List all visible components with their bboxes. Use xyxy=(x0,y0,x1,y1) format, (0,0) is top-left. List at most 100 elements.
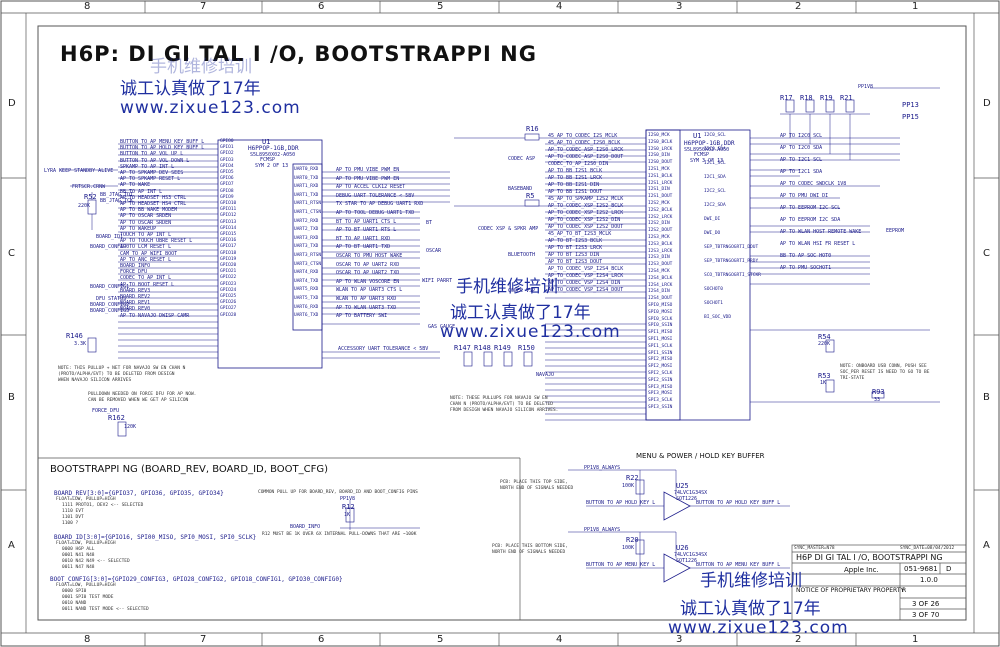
net-label: AP TO WLAN UART3 TXD xyxy=(336,304,397,311)
net-label: AP_TO_CODEC_VSP_I2S4_DOUT xyxy=(548,287,624,293)
label-eeprom: EEPROM xyxy=(886,228,905,234)
tb-sheet2: 3 OF 70 xyxy=(912,611,940,619)
label-board-config3: BOARD_CONFIG3 xyxy=(90,308,130,314)
pin-label: I2S2_BCLK xyxy=(648,207,673,213)
menu-out-net: BUTTON TO AP MENU KEY BUFF L xyxy=(696,562,781,568)
pin-label: GPIO1 xyxy=(220,145,234,151)
pin-label: SPI1_MOSI xyxy=(648,337,673,342)
label-codec-xsp: CODEC XSP & SPKR AMP xyxy=(478,226,539,232)
net-label: AP TO I2C1 SCL xyxy=(780,157,823,163)
watermark-br-line2: 诚工认真做了17年 xyxy=(680,599,821,619)
pin-label: UART4_TXD xyxy=(294,278,319,284)
hold-out-net: BUTTON TO AP HOLD KEY BUFF L xyxy=(696,500,781,506)
pin-label: I2S2_LRCK xyxy=(648,214,673,220)
net-label: BB TO AP INT L xyxy=(120,188,163,195)
pin-label: UART3_RTSN xyxy=(294,253,322,258)
label-pp1v8-top: PP1V8 xyxy=(858,84,874,90)
watermark-br-line1: 手机维修培训 xyxy=(700,571,802,591)
pin-label: GPIO13 xyxy=(220,219,237,225)
watermark-mid-line2: 诚工认真做了17年 xyxy=(450,303,591,323)
r52-label: R52 xyxy=(84,193,97,201)
u1-left-pkg: FCMSP xyxy=(260,157,276,163)
watermark-mid-line1: 手机维修培训 xyxy=(456,277,558,297)
u26-pkg: SOT1226 xyxy=(676,558,698,564)
u26-ref: U26 xyxy=(676,544,689,552)
menu-in-net: BUTTON TO AP MENU KEY L xyxy=(586,562,656,568)
pin-label: I2S0_BCLK xyxy=(648,139,673,145)
pin-label: SPI1_SSIN xyxy=(648,350,673,356)
pin-label: I2S0_MCK xyxy=(648,133,670,138)
pin-label: SPI2_SCLK xyxy=(648,371,673,376)
zone-top-5: 5 xyxy=(437,1,444,12)
r146-label: R146 xyxy=(66,332,83,340)
board-id-sub: FLOAT=LOW, PULLUP=HIGH xyxy=(56,541,116,546)
r12-value: 1K xyxy=(344,512,351,518)
pp1v8-always-top: PP1V8_ALWAYS xyxy=(584,465,621,471)
label-force-dfu: FORCE_DFU xyxy=(92,408,120,414)
net-label: AP TO I2C0 SCL xyxy=(780,133,823,139)
r20-value: 100K xyxy=(622,545,635,551)
r54-label: R54 xyxy=(818,333,831,341)
net-label: AP_TO_CODEC_XSP_I2S2_DIN xyxy=(548,217,621,223)
board-info-net: BOARD_INFO xyxy=(290,524,321,530)
pin-label: GPIO2 xyxy=(220,151,234,157)
pin-label: UART4_RXD xyxy=(294,270,319,276)
pp13-label: PP13 xyxy=(902,101,919,109)
label-bb-jtag-tdi: BB_JTAG_TDI xyxy=(100,192,134,198)
net-label: AP TO SPKAMP RESET L xyxy=(120,176,181,183)
pin-label: GPIO25 xyxy=(220,294,237,299)
tb-sync-date: SYNC_DATE=08/04/2012 xyxy=(900,546,955,551)
net-label: 45_AP_TO_BT_I2S3_MCLK xyxy=(548,231,612,237)
zone-right-d: D xyxy=(983,98,991,109)
table-row: 0011 N47 N48 xyxy=(62,565,95,570)
pin-label: I2S3_DIN xyxy=(648,255,670,261)
table-row: 0000 H6P ALL xyxy=(62,547,95,552)
net-label: BOARD REV2 xyxy=(120,294,151,300)
pin-label: SPI3_SSIN xyxy=(648,405,673,410)
label-board-config1: BOARD_CONFIG1 xyxy=(90,284,130,290)
u25-ref: U25 xyxy=(676,482,689,490)
label-accessory: ACCESSORY UART TOLERANCE < 5BV xyxy=(338,346,429,352)
label-bt: BT xyxy=(426,220,433,226)
net-label: BOARD REV0 xyxy=(120,306,151,313)
pin-label: I2S1_DIN xyxy=(648,187,670,193)
pin-label: I2C1_SCL xyxy=(704,161,726,166)
net-label: AP TO WAKEUP xyxy=(120,225,157,232)
net-label: AP TO BATTERY SWI xyxy=(336,313,388,320)
u1-left-part: H6PPOP-1GB,DDR xyxy=(248,145,299,152)
net-label: AP TO BB WAKE MODEM xyxy=(120,207,178,214)
hold-in-net: BUTTON TO AP HOLD KEY L xyxy=(586,500,656,506)
tb-ref-label: R xyxy=(902,587,907,594)
r162-value: 120K xyxy=(124,424,137,430)
label-board-config0: BOARD_CONFIG0 xyxy=(90,244,130,250)
u1-right-apn: S5L8950X02-A050 xyxy=(684,147,730,153)
pin-label: I2S0_DOUT xyxy=(648,160,673,166)
net-label: AP TO PMU VIBE PWM EN xyxy=(336,175,400,182)
net-label: AP_TO_CODEC_ASP_I2S0_DOUT xyxy=(548,154,624,160)
pin-label: GPIO6 xyxy=(220,176,234,182)
label-bluetooth: BLUETOOTH xyxy=(508,252,536,258)
note-navajo-left: NOTE: THIS PULLUP + NET FOR NAVAJO SW EN… xyxy=(58,366,186,383)
u1-right-ref: U1 xyxy=(693,132,702,140)
pin-label: GPIO18 xyxy=(220,250,237,256)
label-oscar: OSCAR xyxy=(426,248,442,254)
pin-label: I2S3_MCK xyxy=(648,235,670,240)
net-label: AP TO ACCEL CLK12 RESET xyxy=(336,184,406,191)
net-label: 45_AP_TO_CODEC_I2S_MCLK xyxy=(548,133,618,139)
board-rev-sub: FLOAT=LOW, PULLUP=HIGH xyxy=(56,497,116,502)
pin-label: SOCHOT1 xyxy=(704,301,723,306)
pin-label: UART3_TXD xyxy=(294,244,319,250)
net-label: AP TO EEPROM I2C SDA xyxy=(780,217,841,223)
net-label: BUTTON TO AP VOL UP L xyxy=(120,151,184,158)
pin-label: SPI3_MOSI xyxy=(648,391,673,397)
r93-label: R93 xyxy=(872,388,885,396)
tb-company: Apple Inc. xyxy=(844,566,879,574)
net-label: AP TO BT I2S3 LRCK xyxy=(548,245,603,251)
tb-notice: NOTICE OF PROPRIETARY PROPERTY xyxy=(796,587,905,594)
pin-label: UART0_TXD xyxy=(294,175,319,181)
net-label: AP TO BT UART1 TXD xyxy=(336,244,391,251)
net-label: AP TO I2C0 SDA xyxy=(780,145,823,151)
r52-value: 220K xyxy=(78,203,91,209)
pin-label: GPIO23 xyxy=(220,281,237,287)
net-label: AP TO HEADSET HS4 CTRL xyxy=(120,201,187,207)
